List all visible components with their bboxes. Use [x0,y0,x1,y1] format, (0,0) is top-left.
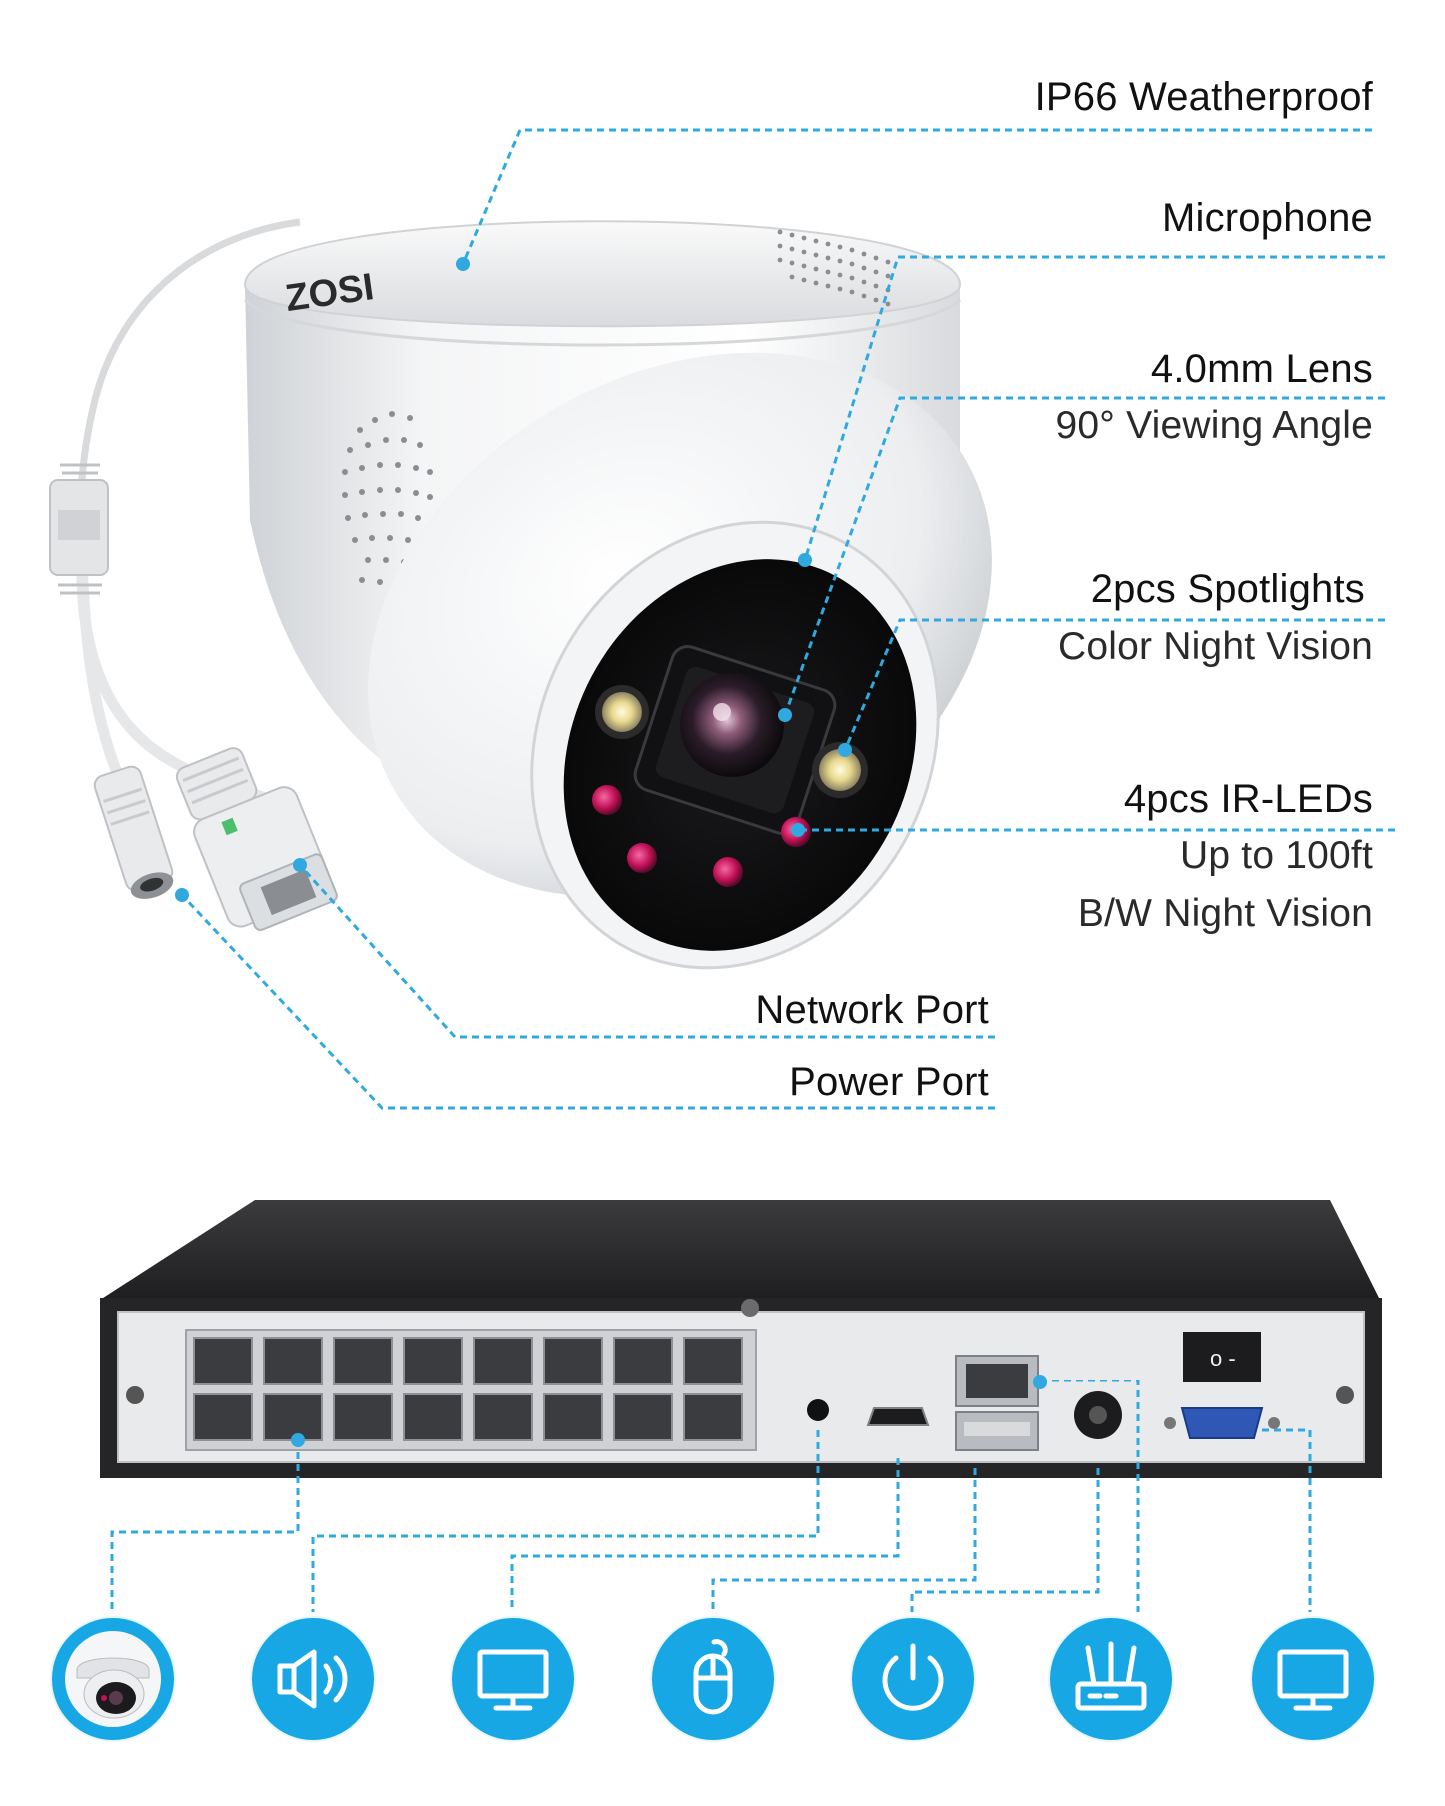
router-icon [1050,1618,1172,1740]
label-microphone: Microphone [1161,196,1373,240]
nvr-illustration: o - [100,1200,1382,1478]
label-ip66-weatherproof: IP66 Weatherproof [1034,75,1373,119]
poe-port [263,1337,323,1385]
camera-illustration: ZOSI [49,218,992,970]
poe-port [613,1337,673,1385]
label-lens: 4.0mm Lens [1150,347,1373,391]
poe-port [193,1393,253,1441]
poe-port [543,1393,603,1441]
poe-port [333,1393,393,1441]
label-bw-night-vision: B/W Night Vision [1077,892,1373,935]
poe-port [403,1393,463,1441]
label-power-port: Power Port [789,1060,989,1104]
monitor-icon [1252,1618,1374,1740]
poe-port [473,1337,533,1385]
svg-text:o -: o - [1210,1346,1236,1371]
monitor-icon [452,1618,574,1740]
label-ir-leds: 4pcs IR-LEDs [1123,777,1373,821]
label-range: Up to 100ft [1180,834,1373,877]
poe-port [193,1337,253,1385]
camera-leader-lines [175,128,1395,1110]
poe-port [683,1337,743,1385]
poe-port [403,1337,463,1385]
poe-port [543,1337,603,1385]
poe-port [333,1337,393,1385]
poe-port [683,1393,743,1441]
label-color-night-vision: Color Night Vision [1057,625,1373,668]
dome-camera-icon [52,1618,174,1740]
power-icon [852,1618,974,1740]
speaker-icon [252,1618,374,1740]
nvr-leader-dots [1033,1375,1047,1389]
label-network-port: Network Port [755,988,989,1032]
poe-port [613,1393,673,1441]
label-spotlights: 2pcs Spotlights [1090,567,1365,611]
mouse-icon [652,1618,774,1740]
poe-port [263,1393,323,1441]
poe-port [473,1393,533,1441]
nvr-leader-lines [110,1380,1312,1612]
label-viewing-angle: 90° Viewing Angle [1055,404,1373,447]
